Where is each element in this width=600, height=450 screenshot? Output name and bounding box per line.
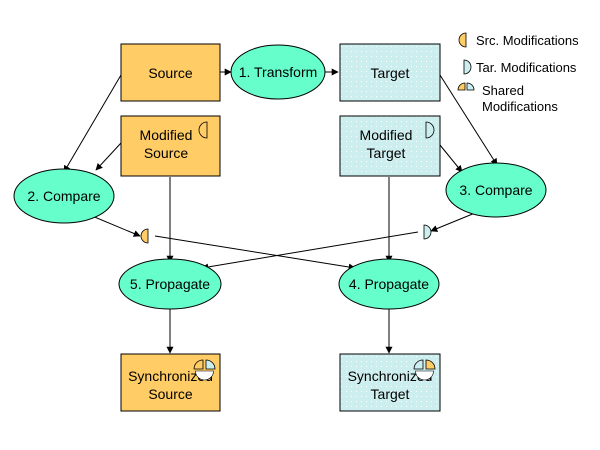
compare-left-process: 2. Compare [13, 168, 115, 224]
modified-target-box: Modified Target [339, 115, 441, 177]
tar-modification-icon [425, 121, 435, 139]
synchronized-target-box: Synchronized Target [339, 353, 441, 412]
propagate-left-process: 5. Propagate [118, 258, 222, 310]
half-circle-orange-icon [458, 32, 467, 48]
sync-target-label-line2: Target [371, 386, 410, 402]
arrow-target-compare-right [439, 74, 498, 166]
sync-source-label-line1: Synchronized [128, 368, 213, 384]
half-circle-blue-icon [463, 59, 472, 75]
quarter-circles-shared-icon [457, 82, 475, 91]
compare-left-label: 2. Compare [27, 188, 100, 204]
target-box: Target [339, 43, 441, 102]
legend-src-modifications: Src. Modifications [458, 32, 579, 48]
shared-modification-icon [413, 359, 436, 381]
legend-tar-label: Tar. Modifications [476, 60, 577, 75]
legend-shared-label-line2: Modifications [482, 99, 558, 114]
synchronized-source-box: Synchronized Source [120, 353, 221, 412]
compare-right-label: 3. Compare [459, 182, 532, 198]
legend-src-label: Src. Modifications [476, 33, 579, 48]
transform-label: 1. Transform [239, 64, 318, 80]
shared-modification-icon [193, 359, 216, 381]
arrow-tarmod-propagate-left [201, 231, 419, 271]
arrow-srcmod-propagate-right [154, 235, 356, 271]
propagate-right-label: 4. Propagate [349, 276, 429, 292]
source-box: Source [120, 43, 221, 102]
src-modification-icon [198, 121, 208, 139]
sync-target-label-line1: Synchronized [348, 368, 433, 384]
modified-source-label-line1: Modified [140, 127, 193, 143]
source-label: Source [148, 65, 193, 81]
transform-process: 1. Transform [230, 44, 326, 100]
legend-shared-modifications: Shared Modifications [457, 82, 558, 114]
modified-target-label-line2: Target [367, 145, 406, 161]
legend: Src. Modifications Tar. Modifications Sh… [457, 32, 579, 114]
propagate-left-label: 5. Propagate [130, 276, 210, 292]
modified-source-label-line2: Source [144, 145, 189, 161]
target-label: Target [371, 65, 410, 81]
arrow-compare-right-tarmod [430, 212, 476, 232]
src-modification-icon [140, 228, 149, 244]
legend-shared-label-line1: Shared [482, 83, 524, 98]
legend-tar-modifications: Tar. Modifications [463, 59, 577, 75]
arrow-modsource-compare-left [95, 142, 122, 171]
connectors [63, 68, 498, 354]
tar-modification-icon [423, 224, 432, 240]
propagate-right-process: 4. Propagate [338, 258, 440, 310]
sync-source-label-line2: Source [148, 386, 193, 402]
arrow-source-compare-left [63, 74, 122, 173]
arrow-modtarget-compare-right [439, 144, 463, 173]
compare-right-process: 3. Compare [445, 162, 547, 218]
modified-target-label-line1: Modified [360, 127, 413, 143]
modified-source-box: Modified Source [120, 115, 221, 177]
